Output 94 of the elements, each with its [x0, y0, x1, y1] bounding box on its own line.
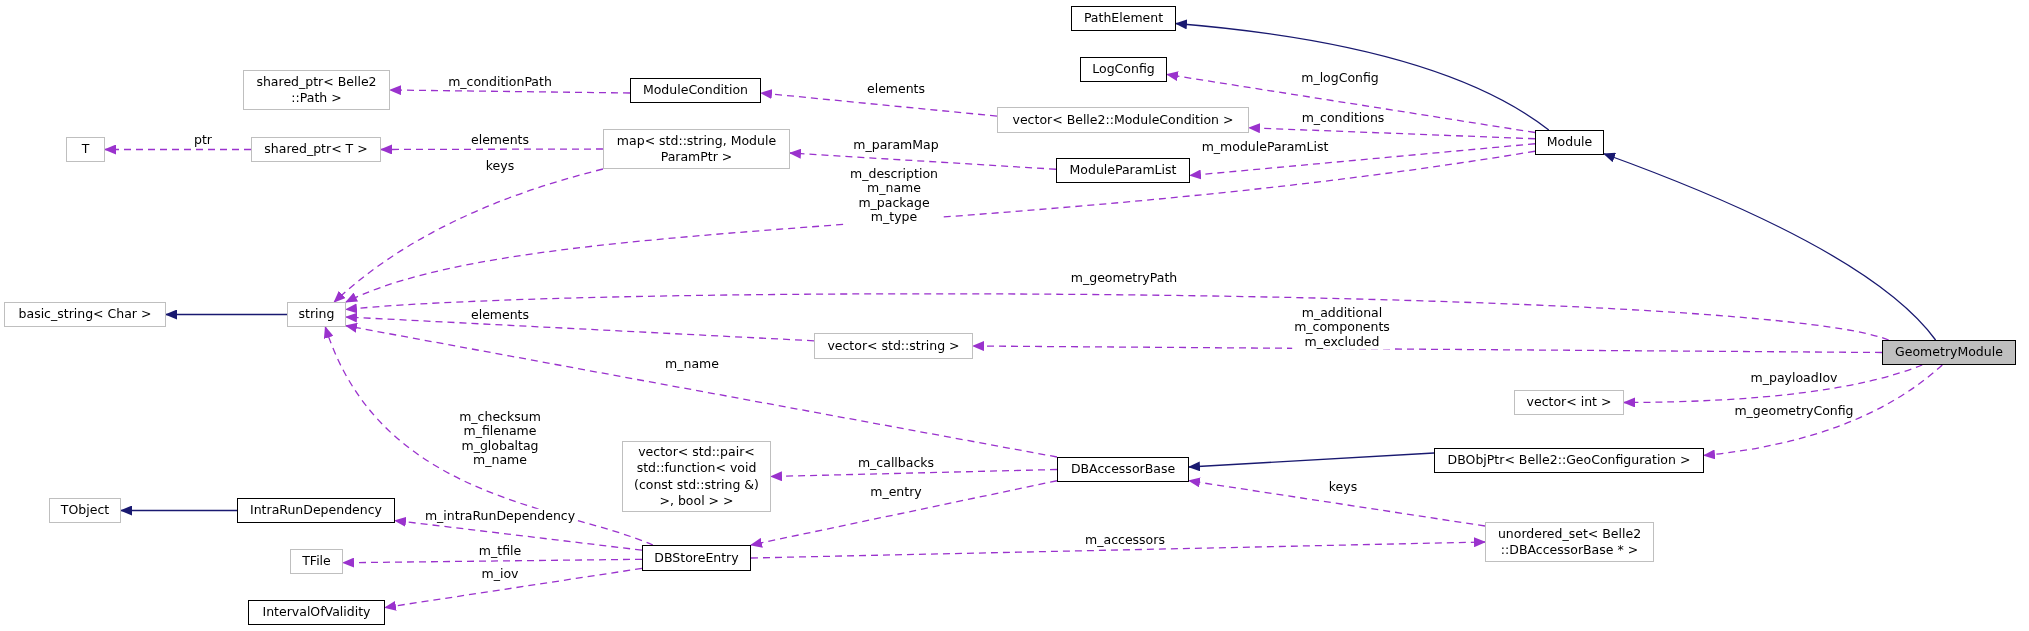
edge-label: m_paramMap — [851, 137, 941, 153]
usage-arrow — [1703, 364, 1943, 460]
class-box — [1434, 448, 1704, 473]
class-name: shared_ptr< Belle2 ::Path > — [255, 73, 378, 107]
edge-label: m_logConfig — [1299, 70, 1381, 86]
class-name: DBAccessorBase — [1070, 461, 1176, 478]
usage-arrow — [760, 89, 998, 117]
class-box — [1056, 158, 1190, 183]
class-name: T — [81, 141, 90, 158]
class-name: vector< std::string > — [827, 337, 960, 355]
edge-label: m_moduleParamList — [1199, 139, 1331, 155]
edge-label: m_description m_name m_package m_type — [848, 167, 940, 225]
usage-arrow — [1248, 123, 1536, 140]
edge-label: keys — [483, 158, 517, 174]
edge-label: keys — [1326, 479, 1360, 495]
inheritance-arrow — [165, 309, 288, 320]
edge-label: m_tfile — [476, 543, 524, 559]
class-name: string — [298, 306, 335, 323]
usage-arrow — [770, 468, 1058, 482]
class-box — [1514, 390, 1624, 415]
class-box — [642, 545, 751, 571]
edge-label: m_geometryConfig — [1732, 403, 1856, 419]
class-box — [237, 498, 395, 523]
class-name: PathElement — [1083, 10, 1164, 27]
edge-label: m_checksum m_filename m_globaltag m_name — [457, 410, 543, 468]
usage-arrow — [104, 144, 252, 155]
usage-arrow — [750, 480, 1058, 548]
usage-arrow — [394, 516, 643, 551]
usage-arrow — [345, 322, 1058, 458]
usage-arrow — [324, 326, 654, 546]
class-name: Module — [1546, 134, 1593, 151]
class-name: DBObjPtr< Belle2::GeoConfiguration > — [1447, 452, 1691, 469]
edge-label: m_payloadIov — [1748, 370, 1840, 386]
class-box — [1882, 340, 2016, 365]
class-box — [1071, 6, 1176, 31]
class-box — [248, 600, 385, 625]
edge-label: ptr — [192, 132, 214, 148]
class-name: TObject — [60, 502, 110, 519]
usage-arrow — [345, 293, 1890, 341]
class-name: IntervalOfValidity — [262, 604, 371, 621]
class-box — [997, 107, 1249, 133]
class-box — [4, 302, 166, 327]
class-box — [1485, 522, 1654, 562]
edge-label: m_conditionPath — [446, 74, 554, 90]
class-box — [630, 78, 761, 103]
usage-arrow — [345, 150, 1536, 303]
class-box — [622, 441, 771, 512]
class-box — [66, 137, 105, 162]
usage-arrow — [342, 557, 643, 568]
usage-arrow — [1188, 477, 1486, 527]
usage-arrow — [789, 148, 1057, 170]
usage-arrow — [1166, 71, 1536, 134]
class-name: ModuleCondition — [642, 82, 749, 99]
edge-label: m_entry — [868, 484, 924, 500]
class-box — [290, 549, 343, 574]
usage-arrow — [345, 312, 815, 342]
edge-label: m_conditions — [1299, 110, 1387, 126]
inheritance-arrow — [120, 505, 238, 516]
class-name: unordered_set< Belle2 ::DBAccessorBase * > — [1496, 525, 1643, 559]
class-name: IntraRunDependency — [250, 502, 382, 519]
class-box — [603, 129, 790, 169]
usage-arrow — [750, 537, 1486, 559]
class-name: shared_ptr< T > — [264, 141, 368, 158]
class-box — [1057, 457, 1189, 482]
class-name: basic_string< Char > — [18, 306, 152, 323]
inheritance-arrow — [1188, 452, 1435, 472]
class-box — [1080, 57, 1167, 82]
class-box — [243, 70, 390, 110]
edge-label: m_geometryPath — [1068, 270, 1180, 286]
inheritance-arrow — [1175, 19, 1550, 131]
class-name: vector< int > — [1526, 394, 1612, 411]
edge-label: m_additional m_components m_excluded — [1292, 306, 1392, 350]
class-box — [814, 333, 973, 359]
class-name: GeometryModule — [1895, 344, 2003, 361]
usage-arrow — [333, 168, 604, 303]
class-name: LogConfig — [1092, 61, 1155, 78]
usage-arrow — [1189, 143, 1536, 180]
usage-arrow — [1623, 364, 1923, 408]
usage-arrow — [389, 85, 631, 96]
inheritance-arrow — [1603, 152, 1937, 341]
usage-arrow — [384, 567, 643, 611]
class-name: ModuleParamList — [1069, 162, 1177, 179]
class-name: TFile — [302, 553, 331, 570]
class-name: vector< std::pair< std::function< void (const std::string &) >, bool > > — [633, 444, 760, 509]
usage-arrow — [972, 341, 1883, 354]
edge-label: m_iov — [479, 566, 521, 582]
class-box — [251, 137, 381, 162]
usage-arrow — [380, 144, 604, 155]
class-name: DBStoreEntry — [654, 549, 739, 567]
class-name: vector< Belle2::ModuleCondition > — [1012, 111, 1234, 129]
class-box — [1535, 130, 1604, 155]
class-name: map< std::string, Module ParamPtr > — [615, 132, 778, 166]
class-box — [287, 302, 346, 327]
class-box — [49, 498, 121, 523]
